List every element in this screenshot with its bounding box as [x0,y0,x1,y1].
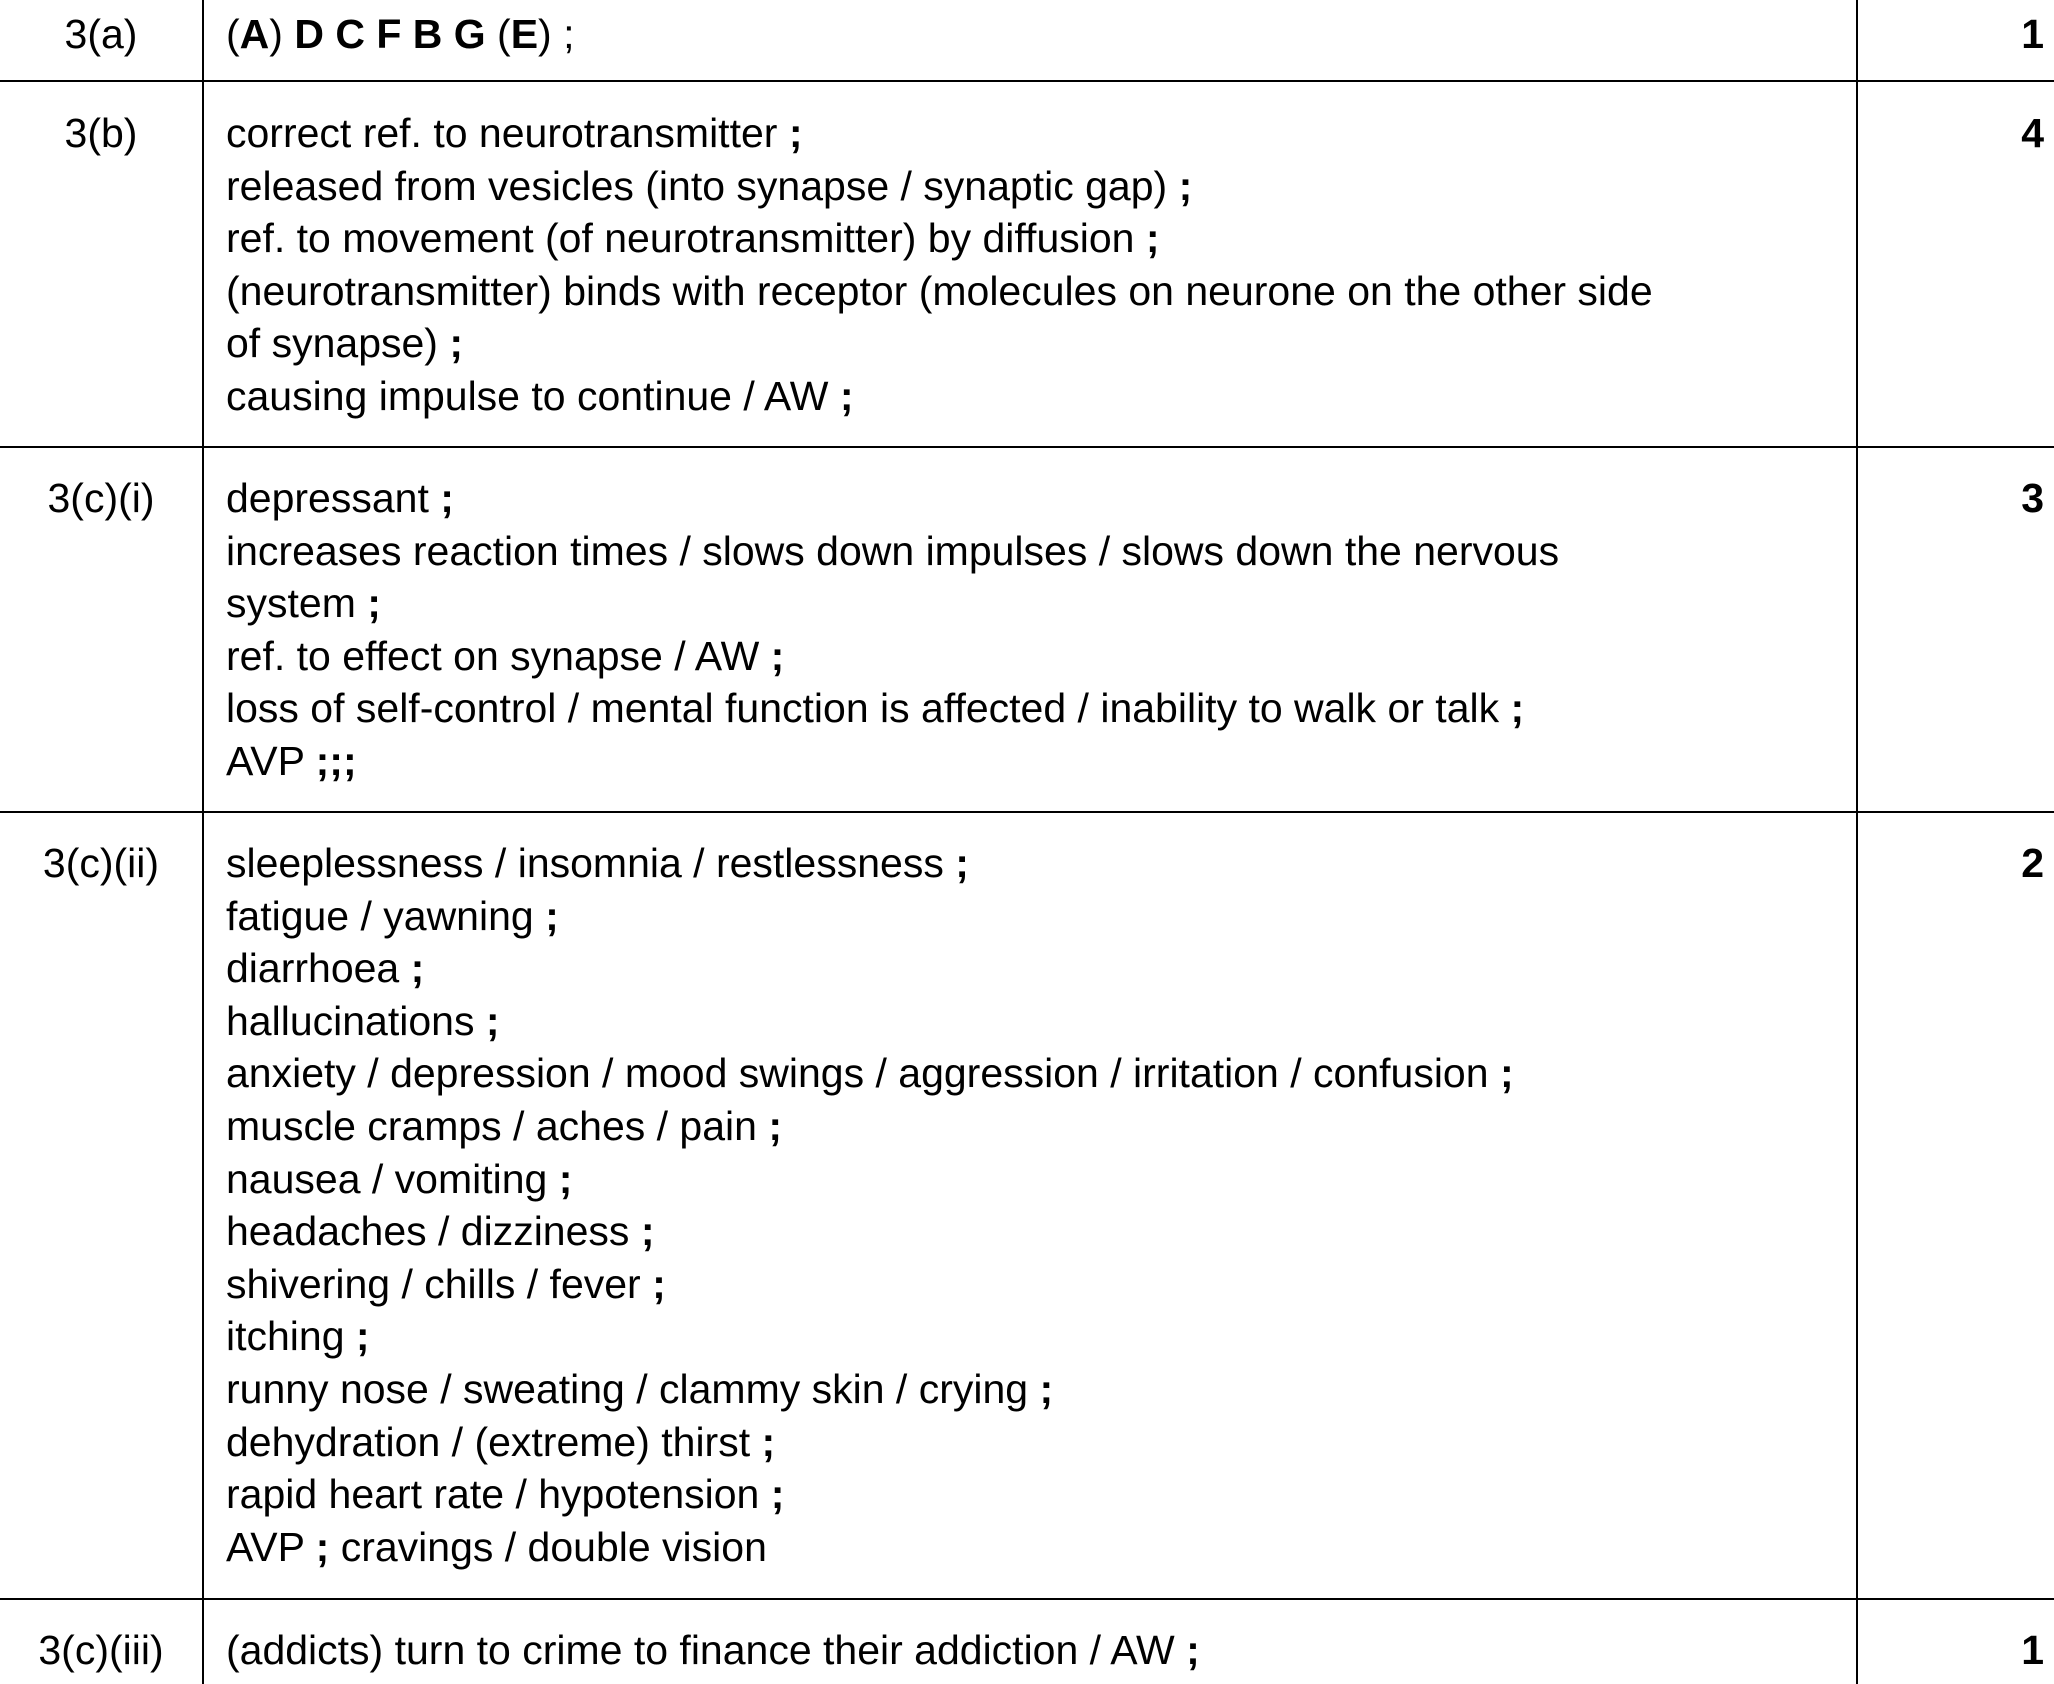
answer-line: causing impulse to continue / AW ; [226,372,854,419]
answer-line: AVP ;;; [226,737,357,784]
answer-line: loss of self-control / mental function i… [226,685,1525,732]
answer-line: diarrhoea ; [226,945,425,992]
answer-line: headaches / dizziness ; [226,1208,655,1255]
answer-line: ref. to movement (of neurotransmitter) b… [226,215,1160,262]
question-number: 3(c)(ii) [42,840,160,886]
column-divider-marks [1856,0,1858,1684]
row-divider [0,811,2054,813]
marks-value: 2 [2021,840,2044,886]
row-divider [0,80,2054,82]
answer-line: hallucinations ; [226,997,500,1044]
answer-line: dehydration / (extreme) thirst ; [226,1418,776,1465]
answer-line: system ; [226,580,381,627]
answer-line: sleeplessness / insomnia / restlessness … [226,840,969,886]
answer-line: fatigue / yawning ; [226,892,559,939]
answer-line: shivering / chills / fever ; [226,1260,666,1307]
answer-line: correct ref. to neurotransmitter ; [226,110,803,156]
question-number: 3(c)(i) [47,475,155,521]
answer-line: rapid heart rate / hypotension ; [226,1471,785,1518]
answer-text: (A) D C F B G (E) ; [226,8,1826,61]
answer-line: of synapse) ; [226,320,463,367]
row-divider [0,1598,2054,1600]
answer-line: AVP ; cravings / double vision [226,1523,767,1570]
answer-line: anxiety / depression / mood swings / agg… [226,1050,1514,1097]
row-divider [0,446,2054,448]
answer-line: (addicts) turn to crime to finance their… [226,1627,1200,1673]
answer-line: ref. to effect on synapse / AW ; [226,632,785,679]
column-divider-question [202,0,204,1684]
answer-line: muscle cramps / aches / pain ; [226,1102,782,1149]
answer-text: correct ref. to neurotransmitter ; releas… [226,107,1826,423]
answer-line: itching ; [226,1313,370,1360]
question-number: 3(a) [64,11,138,57]
answer-line: runny nose / sweating / clammy skin / cr… [226,1365,1054,1412]
marks-value: 1 [2021,1627,2044,1673]
marks-value: 4 [2021,110,2044,156]
answer-line: nausea / vomiting ; [226,1155,573,1202]
answer-text: depressant ; increases reaction times / s… [226,472,1826,788]
answer-line: (A) D C F B G (E) ; [226,11,575,57]
marks-value: 1 [2021,11,2044,57]
marks-value: 3 [2021,475,2044,521]
question-number: 3(b) [64,110,138,156]
answer-text: (addicts) turn to crime to finance their… [226,1624,1826,1677]
question-number: 3(c)(iii) [38,1627,164,1673]
answer-line: released from vesicles (into synapse / s… [226,162,1193,209]
answer-line: depressant ; [226,475,454,521]
answer-text: sleeplessness / insomnia / restlessness … [226,837,1826,1573]
answer-line: (neurotransmitter) binds with receptor (… [226,267,1653,314]
answer-line: increases reaction times / slows down im… [226,527,1560,574]
